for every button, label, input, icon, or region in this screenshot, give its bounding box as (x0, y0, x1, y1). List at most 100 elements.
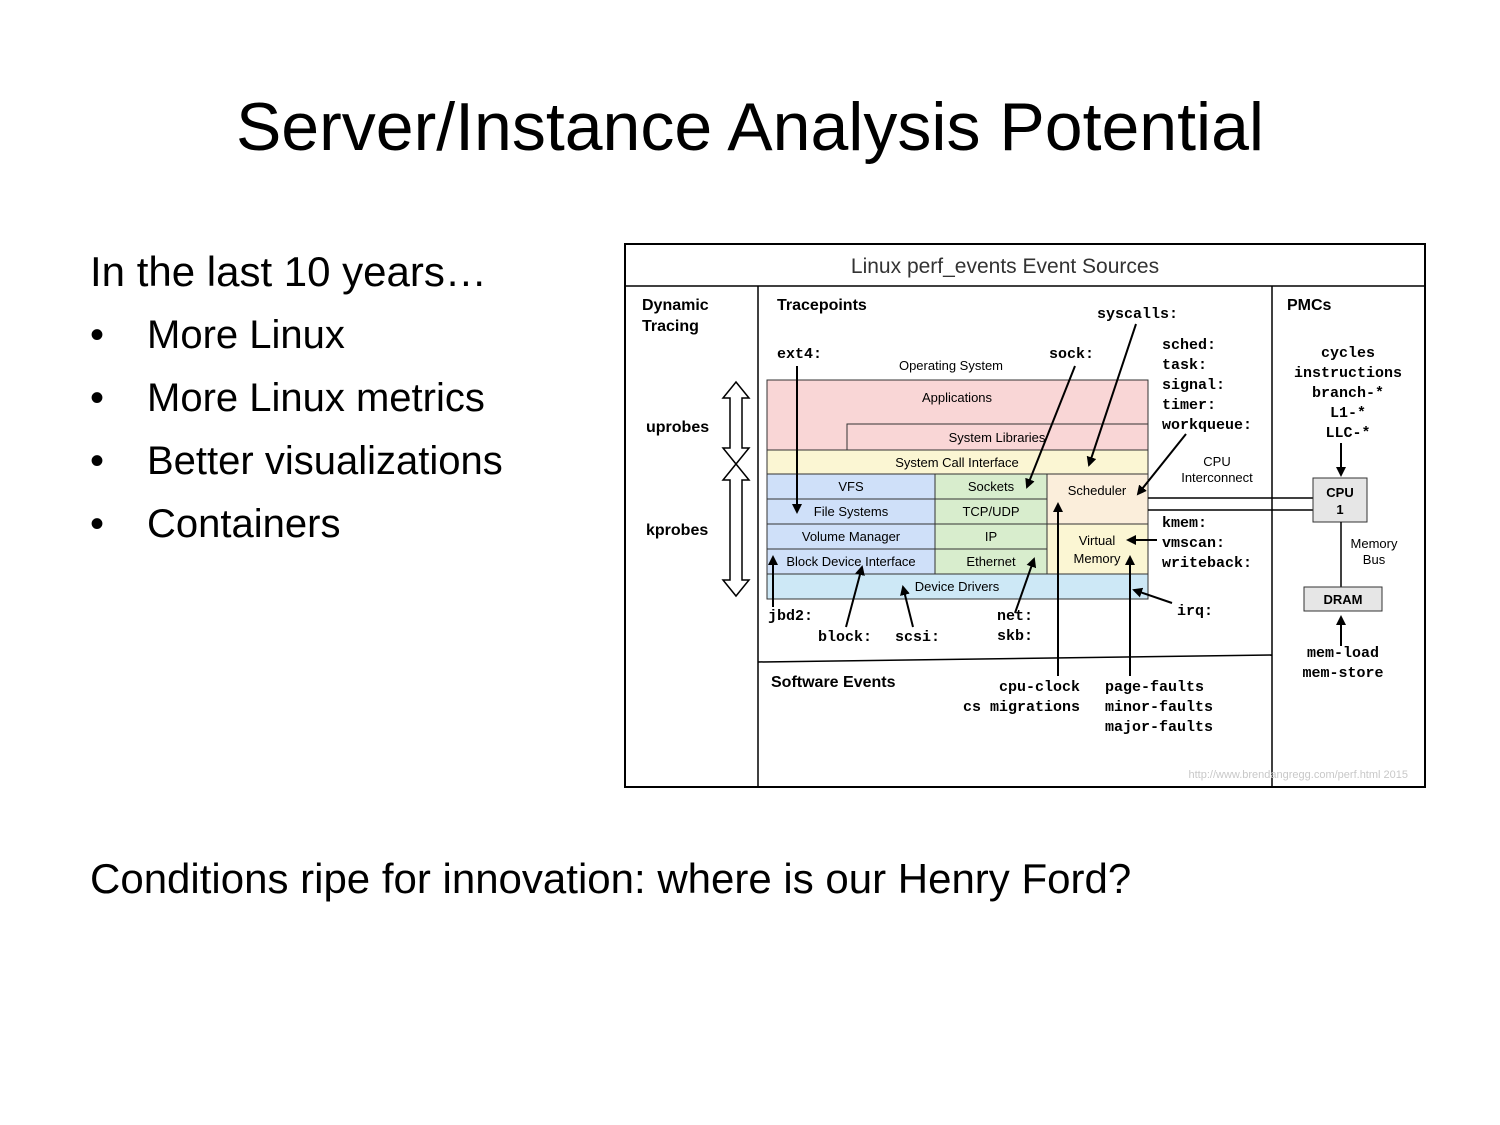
bullet-icon: • (90, 313, 105, 357)
system-libraries-label: System Libraries (949, 430, 1046, 445)
syscalls-arrow (1086, 323, 1137, 467)
text-line: minor-faults (1105, 699, 1213, 716)
bullet-icon: • (90, 439, 105, 483)
text-line: mem-store (1302, 665, 1383, 682)
uprobes-label: uprobes (646, 419, 709, 436)
text-line: cpu-clock (999, 679, 1080, 696)
block-device-interface-label: Block Device Interface (786, 554, 915, 569)
dram-label: DRAM (1324, 592, 1363, 607)
tcp-udp-label: TCP/UDP (962, 504, 1019, 519)
text-line: LLC-* (1325, 425, 1370, 442)
text-line: task: (1162, 357, 1207, 374)
bullet-text: More Linux metrics (147, 376, 485, 420)
virtual-memory-layer (1046, 523, 1149, 575)
sched-tracepoint-labels: sched: task: signal: timer: workqueue: (1162, 337, 1252, 434)
bullet-icon: • (90, 502, 105, 546)
text-line: mem-load (1307, 645, 1379, 662)
syscalls-tracepoint-label: syscalls: (1097, 306, 1178, 323)
kprobes-double-arrow (721, 462, 751, 598)
text-line: sched: (1162, 337, 1216, 354)
net-arrow (1014, 557, 1037, 614)
pmcs-header: PMCs (1287, 297, 1332, 314)
ext4-tracepoint-label: ext4: (777, 346, 822, 363)
text-line: Tracing (642, 318, 699, 335)
device-drivers-layer (766, 573, 1149, 600)
footer-text: Conditions ripe for innovation: where is… (90, 855, 1132, 902)
system-call-interface-label: System Call Interface (895, 455, 1019, 470)
sock-arrow (1025, 365, 1076, 489)
bullet-text: Better visualizations (147, 439, 503, 483)
cpu-box (1312, 477, 1368, 523)
scheduler-layer (1046, 473, 1149, 525)
jbd2-tracepoint-label: jbd2: (768, 608, 813, 625)
source-url: http://www.brendangregg.com/perf.html 20… (1188, 769, 1408, 781)
sched-arrow (1136, 433, 1187, 496)
block-device-interface-layer (766, 548, 936, 575)
text-line: Dynamic (642, 297, 709, 314)
text-line: branch-* (1312, 385, 1384, 402)
bullet-text: More Linux (147, 313, 345, 357)
software-events-header: Software Events (771, 674, 896, 691)
mem-event-list: mem-load mem-store (1302, 645, 1383, 682)
text-line: writeback: (1162, 555, 1252, 572)
text-line: kmem: (1162, 515, 1207, 532)
text-line: cs migrations (963, 699, 1080, 716)
cpu-software-event-labels: cpu-clock cs migrations (963, 679, 1080, 716)
ethernet-label: Ethernet (966, 554, 1016, 569)
sock-tracepoint-label: sock: (1049, 346, 1094, 363)
ip-layer (934, 523, 1048, 550)
system-call-interface-layer (766, 449, 1149, 475)
text-line: Bus (1363, 552, 1386, 567)
scsi-arrow (900, 585, 914, 628)
vfs-layer (766, 473, 936, 500)
scheduler-label: Scheduler (1068, 483, 1127, 498)
text-line: Virtual (1079, 533, 1116, 548)
sockets-label: Sockets (968, 479, 1015, 494)
text-line: cycles (1321, 345, 1375, 362)
text-line: instructions (1294, 365, 1402, 382)
text-line: L1-* (1330, 405, 1366, 422)
bullet-text: Containers (147, 502, 341, 546)
scsi-tracepoint-label: scsi: (895, 629, 940, 646)
text-line: major-faults (1105, 719, 1213, 736)
text-line: signal: (1162, 377, 1225, 394)
section-divider (757, 654, 1273, 663)
tcp-udp-layer (934, 498, 1048, 525)
text-line: Memory (1074, 551, 1121, 566)
volume-manager-layer (766, 523, 936, 550)
text-line: vmscan: (1162, 535, 1225, 552)
os-label: Operating System (899, 358, 1003, 373)
text-line: timer: (1162, 397, 1216, 414)
text-line: skb: (997, 628, 1033, 645)
diagram-title: Linux perf_events Event Sources (851, 255, 1159, 278)
kprobes-label: kprobes (646, 522, 708, 539)
text-line: Interconnect (1181, 470, 1253, 485)
dram-box (1303, 586, 1383, 612)
block-tracepoint-label: block: (818, 629, 872, 646)
bullet-icon: • (90, 376, 105, 420)
text-line: CPU (1326, 485, 1353, 500)
text-line: Memory (1351, 536, 1398, 551)
intro-text: In the last 10 years… (90, 248, 487, 295)
fault-software-event-labels: page-faults minor-faults major-faults (1105, 679, 1213, 736)
applications-label: Applications (922, 390, 993, 405)
vfs-label: VFS (838, 479, 864, 494)
text-line: CPU (1203, 454, 1230, 469)
device-drivers-label: Device Drivers (915, 579, 1000, 594)
net-tracepoint-labels: net: skb: (997, 608, 1033, 645)
irq-tracepoint-label: irq: (1177, 603, 1213, 620)
file-systems-label: File Systems (814, 504, 889, 519)
text-line: workqueue: (1162, 417, 1252, 434)
memory-tracepoint-labels: kmem: vmscan: writeback: (1162, 515, 1252, 572)
slide-title: Server/Instance Analysis Potential (235, 89, 1265, 165)
tracepoints-header: Tracepoints (777, 297, 867, 314)
text-line: page-faults (1105, 679, 1204, 696)
volume-manager-label: Volume Manager (802, 529, 901, 544)
ip-label: IP (985, 529, 997, 544)
text-line: net: (997, 608, 1033, 625)
